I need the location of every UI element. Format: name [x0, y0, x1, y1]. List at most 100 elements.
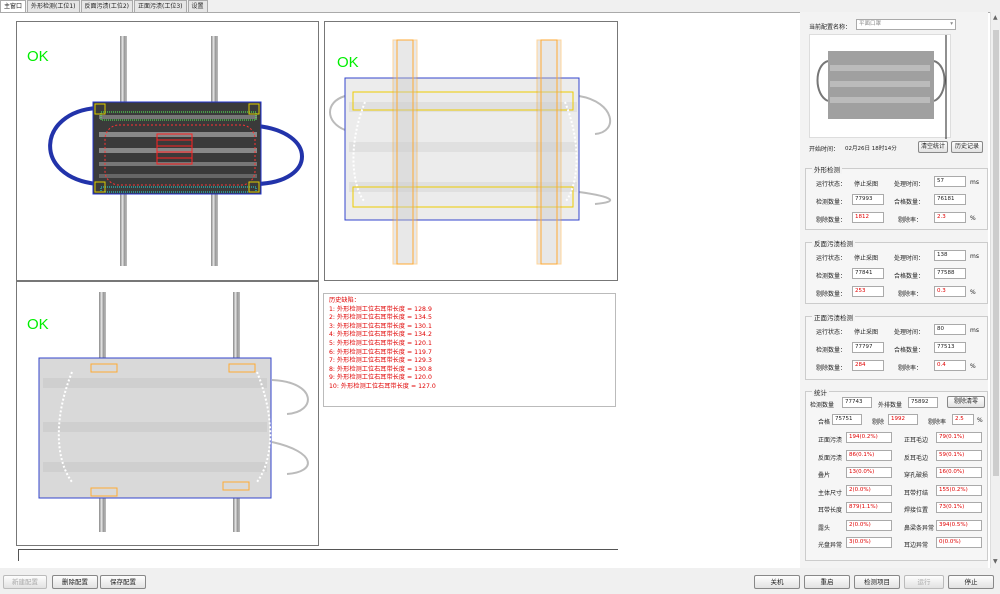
- restart-button[interactable]: 重启: [804, 575, 850, 589]
- history-item: 8: 外形检测工位右耳带长度 = 130.8: [329, 365, 432, 373]
- scroll-thumb[interactable]: [993, 30, 999, 476]
- history-item: 7: 外形检测工位右耳带长度 = 129.3: [329, 357, 432, 365]
- result-ok-label: OK: [27, 48, 49, 65]
- defect-label: 正耳毛边: [904, 437, 929, 444]
- defect-count: 79(0.1%): [936, 432, 982, 443]
- history-item: 10: 外形检测工位右耳带长度 = 127.0: [329, 382, 436, 390]
- new-config-button[interactable]: 新建配置: [3, 575, 47, 589]
- reject-count: 1812: [852, 212, 884, 223]
- divider: [18, 549, 19, 561]
- process-time: 80: [934, 324, 966, 335]
- label: 剔除: [872, 419, 885, 426]
- tab-shape[interactable]: 外形检测(工位1): [27, 0, 80, 12]
- defect-label: 光盘异常: [818, 542, 843, 549]
- camera-view-back-stain: OK: [324, 21, 618, 281]
- reset-reject-button[interactable]: 剔除清零: [947, 396, 985, 408]
- defect-label: 反面污渍: [818, 454, 843, 462]
- tab-front-stain[interactable]: 正面污渍(工位3): [134, 0, 187, 12]
- defect-count: 194(0.2%): [846, 432, 892, 443]
- label: 运行状态：: [816, 181, 847, 188]
- label: 合格数量：: [894, 199, 925, 206]
- detect-count: 77993: [852, 194, 884, 205]
- process-time: 138: [934, 250, 966, 261]
- unit: ms: [970, 327, 979, 334]
- defect-label: 主体尺寸: [818, 489, 843, 497]
- stop-button[interactable]: 停止: [948, 575, 994, 589]
- label: 合格数量：: [894, 347, 925, 354]
- defect-label: 正面污渍: [818, 437, 843, 444]
- defect-count: 0(0.0%): [936, 537, 982, 548]
- scroll-down-icon[interactable]: ▼: [993, 558, 998, 565]
- history-records-button[interactable]: 历史记录: [951, 141, 983, 153]
- run-state: 停止采图: [854, 181, 879, 188]
- defect-label: 反耳毛边: [904, 454, 929, 462]
- tab-main[interactable]: 主窗口: [0, 0, 27, 13]
- label: 剔除数量：: [816, 365, 847, 372]
- group-statistics: 统计 检测数量 77743 外排数量 75892 剔除清零 合格 75751 剔…: [805, 387, 988, 561]
- result-ok-label: OK: [337, 54, 359, 71]
- vertical-scrollbar[interactable]: ▲ ▼: [990, 12, 1000, 568]
- history-item: 9: 外形检测工位右耳带长度 = 120.0: [329, 374, 432, 382]
- defect-label: 焊接位置: [904, 507, 929, 514]
- total-output: 75892: [908, 397, 938, 408]
- mask-preview-image: [809, 34, 951, 139]
- label: 剔除率：: [898, 365, 923, 372]
- save-config-button[interactable]: 保存配置: [100, 575, 146, 589]
- defect-count: 394(0.5%): [936, 519, 982, 531]
- history-item: 3: 外形检测工位右耳带长度 = 130.1: [329, 322, 432, 330]
- label: 剔除率: [928, 419, 947, 426]
- run-button[interactable]: 运行: [904, 575, 944, 589]
- mask-shape-image: [48, 101, 304, 195]
- label: 剔除率：: [898, 291, 923, 298]
- defect-count: 16(0.0%): [936, 467, 982, 478]
- group-title: 正面污渍检测: [812, 312, 855, 322]
- total-pass: 75751: [832, 414, 862, 425]
- reject-rate: 2.3: [934, 212, 966, 223]
- label: 合格: [818, 419, 831, 426]
- history-item: 4: 外形检测工位右耳带长度 = 134.2: [329, 331, 432, 339]
- total-detect: 77743: [842, 397, 872, 408]
- chevron-down-icon: ▾: [950, 21, 953, 27]
- clear-stats-button[interactable]: 清空统计: [918, 141, 948, 153]
- defect-count: 879(1.1%): [846, 502, 892, 513]
- scroll-up-icon[interactable]: ▲: [993, 14, 998, 21]
- group-shape-inspection: 外形检测 运行状态： 停止采图 处理时间： 57 ms 检测数量： 77993 …: [805, 164, 988, 230]
- label: 运行状态：: [816, 255, 847, 262]
- group-back-stain: 反面污渍检测 运行状态： 停止采图 处理时间： 138 ms 检测数量： 778…: [805, 238, 988, 304]
- config-select[interactable]: 平面口罩▾: [856, 19, 956, 30]
- defect-label: 耳带打结: [904, 489, 929, 497]
- defect-count: 13(0.0%): [846, 467, 892, 478]
- defect-count: 2(0.0%): [846, 484, 892, 496]
- unit: %: [970, 215, 976, 222]
- label: 剔除率：: [898, 217, 923, 224]
- label: 处理时间：: [894, 181, 925, 188]
- label: 检测数量：: [816, 347, 847, 354]
- history-item: 6: 外形检测工位右耳带长度 = 119.7: [329, 348, 432, 356]
- pass-count: 77588: [934, 268, 966, 279]
- label: 处理时间：: [894, 329, 925, 336]
- label: 处理时间：: [894, 255, 925, 262]
- label: 合格数量：: [894, 273, 925, 280]
- reject-count: 253: [852, 286, 884, 297]
- tab-back-stain[interactable]: 反面污渍(工位2): [80, 0, 134, 12]
- pass-count: 77513: [934, 342, 966, 353]
- shutdown-button[interactable]: 关机: [754, 575, 800, 589]
- mask-back-image: [329, 39, 612, 265]
- tab-settings[interactable]: 设置: [187, 0, 208, 12]
- label: 检测数量：: [816, 273, 847, 280]
- detect-count: 77797: [852, 342, 884, 353]
- defect-count: 3(0.0%): [846, 537, 892, 548]
- delete-config-button[interactable]: 删除配置: [52, 575, 98, 589]
- defect-count: 59(0.1%): [936, 449, 982, 461]
- group-front-stain: 正面污渍检测 运行状态： 停止采图 处理时间： 80 ms 检测数量： 7779…: [805, 312, 988, 380]
- label: 检测数量: [810, 402, 835, 409]
- stats-sidebar: 当前配置名称： 平面口罩▾ 开始时间： 02月26日 18时14分 清空统计 历…: [800, 12, 988, 568]
- history-title: 历史缺陷：: [329, 297, 360, 304]
- unit: %: [977, 417, 983, 424]
- label: 运行状态：: [816, 329, 847, 336]
- defect-label: 叠片: [818, 472, 831, 479]
- inspection-items-button[interactable]: 检测项目: [854, 575, 900, 589]
- total-reject: 1992: [888, 414, 918, 425]
- group-title: 反面污渍检测: [812, 238, 855, 248]
